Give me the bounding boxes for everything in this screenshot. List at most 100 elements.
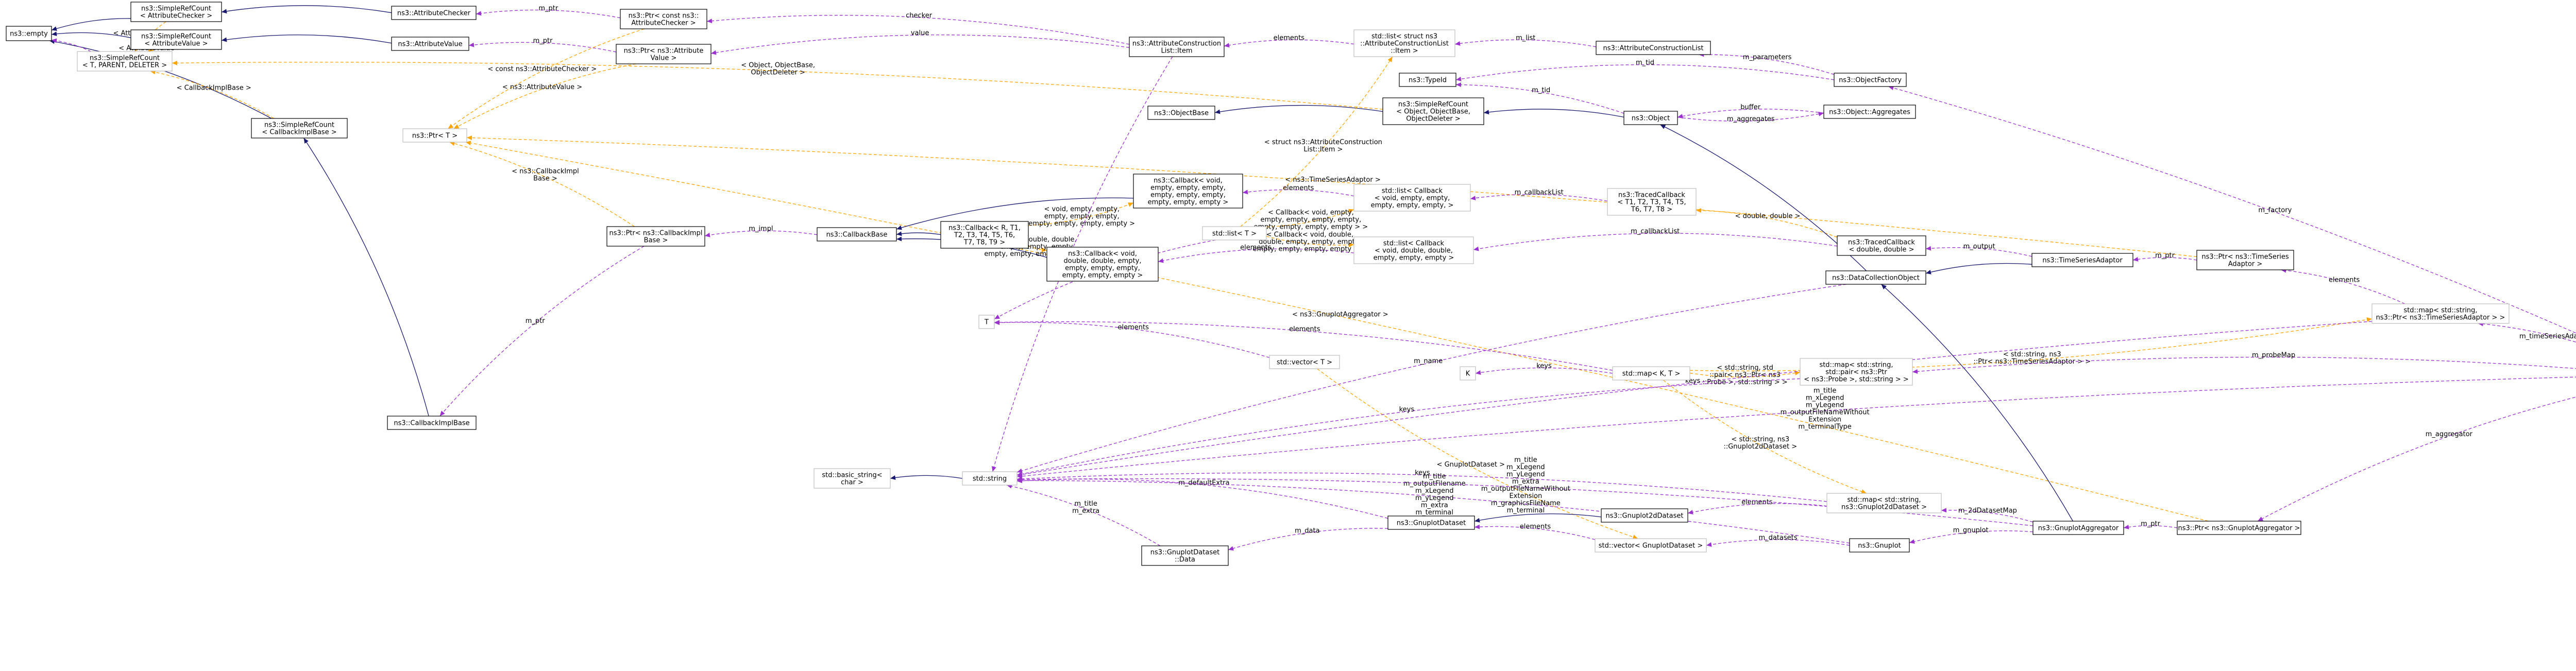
node-src-object[interactable]: ns3::SimpleRefCount< Object, ObjectBase,… xyxy=(1382,97,1484,125)
edge-label: m_defaultExtra xyxy=(1178,479,1229,487)
node-box xyxy=(817,227,897,242)
node-obj-aggr[interactable]: ns3::Object::Aggregates xyxy=(1823,105,1916,119)
node-k-node[interactable]: K xyxy=(1460,366,1476,381)
edge-arrowhead xyxy=(1041,247,1047,252)
node-cb-t[interactable]: ns3::Callback< R, T1,T2, T3, T4, T5, T6,… xyxy=(940,221,1029,249)
node-traced-double[interactable]: ns3::TracedCallback< double, double > xyxy=(1837,235,1926,256)
edge-line xyxy=(1696,210,1838,238)
node-cb-empty[interactable]: ns3::Callback< void,empty, empty, empty,… xyxy=(1133,174,1243,209)
node-gp-aggr[interactable]: ns3::GnuplotAggregator xyxy=(2032,521,2124,535)
node-string[interactable]: std::string xyxy=(962,471,1018,486)
edge-line xyxy=(1475,367,1613,374)
node-typeid[interactable]: ns3::TypeId xyxy=(1399,73,1456,87)
node-label-line: ns3::TypeId xyxy=(1409,77,1447,84)
node-label: std::basic_string<char > xyxy=(822,472,882,487)
edge-line xyxy=(704,230,818,236)
edge-arrowhead xyxy=(1348,243,1354,248)
edge-label-line: Base > xyxy=(533,175,557,183)
node-empty[interactable]: ns3::empty xyxy=(6,26,52,41)
node-src-generic[interactable]: ns3::SimpleRefCount< T, PARENT, DELETER … xyxy=(77,51,173,72)
edge-line xyxy=(2281,269,2405,304)
node-src-checker[interactable]: ns3::SimpleRefCount< AttributeChecker > xyxy=(130,2,222,22)
edge-label: elements xyxy=(2329,276,2360,284)
node-label-line: < void, empty, empty, xyxy=(1375,195,1450,202)
edge-arrowhead xyxy=(476,11,482,16)
node-box xyxy=(1460,366,1476,381)
node-box xyxy=(940,221,1029,249)
edge-label-line: m_2dDatasetMap xyxy=(1958,507,2017,514)
node-box xyxy=(814,468,891,489)
node-label: ns3::Gnuplot2dDataset xyxy=(1606,512,1684,520)
edge-label: elements xyxy=(1240,244,1272,251)
node-label-line: Value > xyxy=(651,55,677,62)
node-basic-string[interactable]: std::basic_string<char > xyxy=(814,468,891,489)
node-box xyxy=(606,226,705,247)
node-label: ns3::GnuplotDataset::Data xyxy=(1150,549,1219,564)
edge-arrowhead xyxy=(994,320,1000,325)
node-label-line: ns3::Gnuplot xyxy=(1858,542,1901,550)
node-gpds-data[interactable]: ns3::GnuplotDataset::Data xyxy=(1141,545,1229,566)
node-label: std::string xyxy=(973,475,1007,483)
node-object[interactable]: ns3::Object xyxy=(1623,111,1678,125)
node-ptr-checker[interactable]: ns3::Ptr< const ns3::AttributeChecker > xyxy=(620,9,707,29)
node-src-value[interactable]: ns3::SimpleRefCount< AttributeValue > xyxy=(130,29,222,50)
edge-vector-t-to-vector-gpds: < GnuplotDataset > xyxy=(1317,368,1638,540)
edge-object-to-typeid: m_tid xyxy=(1455,82,1624,114)
node-list-t[interactable]: std::list< T > xyxy=(1202,226,1267,240)
node-map-gp2d[interactable]: std::map< std::string,ns3::Gnuplot2dData… xyxy=(1826,493,1942,513)
edge-label: elements xyxy=(1118,323,1149,331)
node-t-node[interactable]: T xyxy=(978,315,995,329)
node-box xyxy=(1046,247,1159,282)
node-vector-t[interactable]: std::vector< T > xyxy=(1269,355,1340,369)
node-list-cb-double[interactable]: std::list< Callback< void, double, doubl… xyxy=(1353,236,1474,264)
node-attr-cl[interactable]: ns3::AttributeConstructionList xyxy=(1596,41,1711,55)
node-label-line: std::map< K, T > xyxy=(1622,370,1681,378)
edge-line xyxy=(1881,284,2074,522)
node-ptr-t[interactable]: ns3::Ptr< T > xyxy=(402,128,467,143)
node-objectbase[interactable]: ns3::ObjectBase xyxy=(1147,106,1215,120)
node-list-item[interactable]: std::list< struct ns3::AttributeConstruc… xyxy=(1353,29,1455,57)
node-label-line: < AttributeChecker > xyxy=(140,12,212,20)
node-attr-checker[interactable]: ns3::AttributeChecker xyxy=(391,6,477,20)
node-list-cb-empty[interactable]: std::list< Callback< void, empty, empty,… xyxy=(1353,184,1471,212)
node-label-line: std::string xyxy=(973,475,1007,483)
edge-dco-to-string: m_name xyxy=(1016,284,1846,473)
node-obj-factory[interactable]: ns3::ObjectFactory xyxy=(1834,73,1907,87)
node-tsa[interactable]: ns3::TimeSeriesAdaptor xyxy=(2031,253,2133,267)
node-gp2dds[interactable]: ns3::Gnuplot2dDataset xyxy=(1601,508,1688,523)
edge-label-line: m_gnuplot xyxy=(1953,527,1989,535)
node-label-line: Adaptor > xyxy=(2228,261,2263,268)
node-map-kt[interactable]: std::map< K, T > xyxy=(1612,366,1690,381)
edge-obj-aggr-to-object: buffer xyxy=(1677,104,1824,119)
edge-label-line: m_title xyxy=(1074,500,1097,508)
node-callbackbase[interactable]: ns3::CallbackBase xyxy=(817,227,897,242)
node-src-cbimpl[interactable]: ns3::SimpleRefCount< CallbackImplBase > xyxy=(251,118,348,139)
node-gpds[interactable]: ns3::GnuplotDataset xyxy=(1387,515,1475,530)
edge-arrowhead xyxy=(1473,246,1479,251)
node-label-line: double, double, empty, xyxy=(1064,257,1142,265)
edge-gnuplot-to-vector-gpds: m_datasets xyxy=(1706,534,1850,547)
node-gnuplot[interactable]: ns3::Gnuplot xyxy=(1849,538,1910,553)
node-map-tsa[interactable]: std::map< std::string,ns3::Ptr< ns3::Tim… xyxy=(2371,303,2510,324)
node-ptr-gp-aggr[interactable]: ns3::Ptr< ns3::GnuplotAggregator > xyxy=(2177,521,2301,535)
edge-line xyxy=(1028,202,1134,226)
node-cbimplbase[interactable]: ns3::CallbackImplBase xyxy=(387,416,477,430)
node-map-probe[interactable]: std::map< std::string,std::pair< ns3::Pt… xyxy=(1800,358,1913,386)
node-label-line: std::list< T > xyxy=(1212,230,1257,238)
node-cb-double[interactable]: ns3::Callback< void,double, double, empt… xyxy=(1046,247,1159,282)
node-attr-value[interactable]: ns3::AttributeValue xyxy=(391,37,469,51)
edge-label-line: < CallbackImplBase > xyxy=(177,84,251,92)
edge-attr-cl-to-list-item: m_list xyxy=(1454,34,1597,47)
node-traced-generic[interactable]: ns3::TracedCallback< T1, T2, T3, T4, T5,… xyxy=(1607,188,1697,216)
node-dco[interactable]: ns3::DataCollectionObject xyxy=(1825,270,1926,285)
node-vector-gpds[interactable]: std::vector< GnuplotDataset > xyxy=(1595,538,1707,553)
edge-line xyxy=(1663,380,1867,494)
edge-label-line: m_outputFileNameWithout xyxy=(1781,408,1870,416)
